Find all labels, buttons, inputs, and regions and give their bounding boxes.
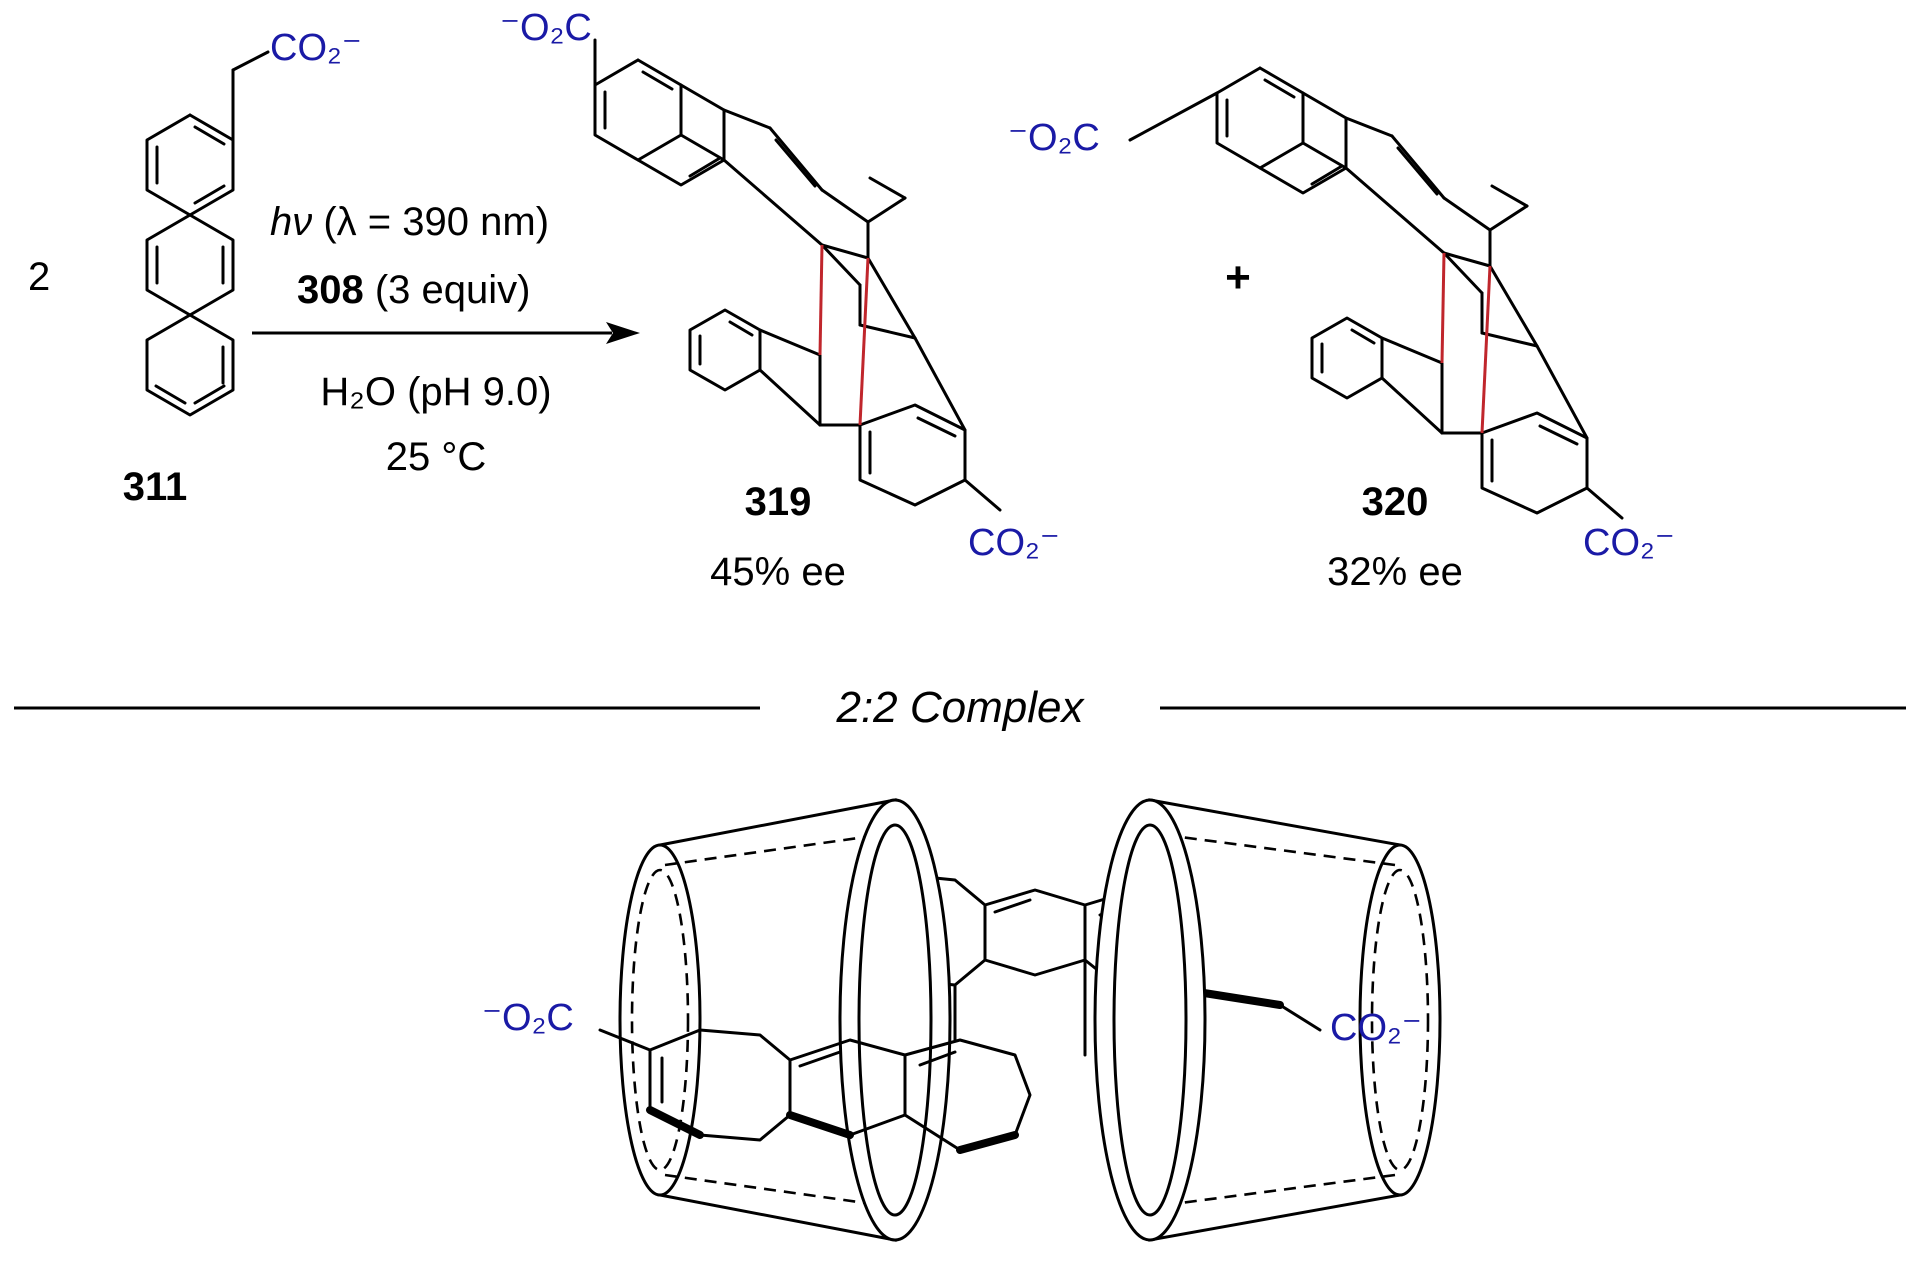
- complex-title: 2:2 Complex: [835, 683, 1085, 732]
- arrow-head: [606, 322, 640, 344]
- product-320-label: 320: [1362, 480, 1429, 524]
- product-320-structure: [1128, 66, 1624, 520]
- product-320-substituent-bottom: CO₂⁻: [1583, 522, 1675, 564]
- condition-host: 308 (3 equiv): [297, 268, 531, 312]
- condition-light: hν (λ = 390 nm): [270, 200, 549, 244]
- reactant-label: 311: [123, 465, 188, 509]
- product-319-substituent-top: ⁻O₂C: [500, 7, 592, 49]
- left-host-narrow-rim: [618, 843, 702, 1197]
- product-320-substituent-top: ⁻O₂C: [1008, 117, 1100, 159]
- right-host-narrow-rim: [1358, 843, 1442, 1197]
- product-319-structure: [593, 38, 1002, 512]
- reactant-substituent: CO₂⁻: [270, 27, 362, 69]
- complex-right-group: CO₂⁻: [1330, 1007, 1422, 1049]
- product-320-ee: 32% ee: [1327, 550, 1463, 594]
- complex-structure: [598, 798, 1442, 1242]
- left-host-inner-rim: [630, 868, 690, 1172]
- condition-temperature: 25 °C: [386, 435, 487, 479]
- condition-solvent: H₂O (pH 9.0): [320, 370, 551, 414]
- right-host-wide-rim: [1093, 798, 1207, 1242]
- complex-left-group: ⁻O₂C: [482, 997, 574, 1039]
- plus-sign: +: [1225, 253, 1251, 302]
- left-host-wide-rim: [838, 798, 952, 1242]
- reactant-311-structure: [145, 50, 270, 417]
- product-319-label: 319: [745, 480, 812, 524]
- product-319-ee: 45% ee: [710, 550, 846, 594]
- right-host-inner-rim: [1370, 868, 1430, 1172]
- reactant-coefficient: 2: [28, 255, 50, 299]
- product-319-substituent-bottom: CO₂⁻: [968, 522, 1060, 564]
